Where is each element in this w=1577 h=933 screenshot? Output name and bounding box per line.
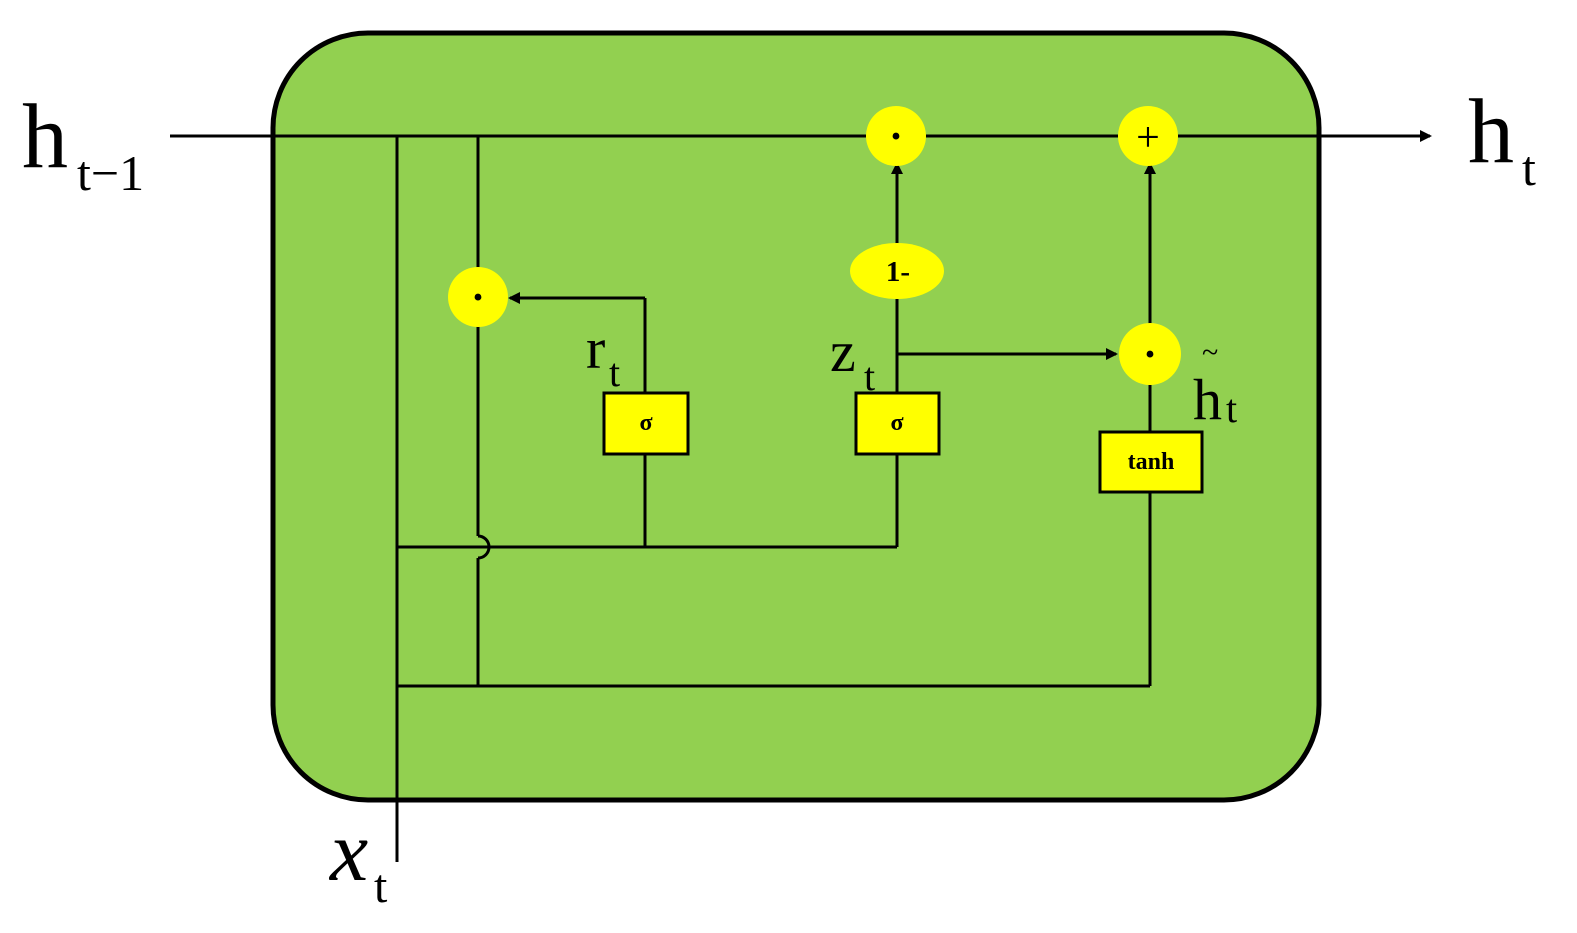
update-gate-signal-label: z t xyxy=(830,319,875,399)
candidate-state-label: ~ h t xyxy=(1193,336,1237,432)
candidate-tilde: ~ xyxy=(1202,336,1218,369)
h-prev-subscript: t−1 xyxy=(77,145,144,201)
h-out-label: h t xyxy=(1468,80,1536,196)
update-gate-label: σ xyxy=(890,410,903,436)
reset-gate-signal-label: r t xyxy=(586,316,620,395)
one-minus-label: 1- xyxy=(886,256,910,288)
reset-gate-label: σ xyxy=(639,410,652,436)
tanh-label: tanh xyxy=(1128,449,1175,475)
x-input-subscript: t xyxy=(374,860,388,913)
top-multiply-node: · xyxy=(866,106,926,166)
reset-gate-box: σ xyxy=(602,391,690,456)
x-input-label: x t xyxy=(328,803,388,913)
h-out-base: h xyxy=(1468,80,1514,182)
h-prev-label: h t−1 xyxy=(22,85,144,201)
update-signal-base: z xyxy=(830,319,856,384)
gru-cell-body xyxy=(270,30,1322,803)
top-add-symbol: + xyxy=(1136,115,1160,161)
reset-signal-subscript: t xyxy=(609,350,620,395)
reset-multiply-symbol: · xyxy=(471,275,485,321)
update-gate-box: σ xyxy=(854,391,941,456)
candidate-subscript: t xyxy=(1226,386,1237,431)
top-add-node: + xyxy=(1118,106,1178,166)
candidate-multiply-symbol: · xyxy=(1143,332,1157,378)
candidate-multiply-node: · xyxy=(1119,323,1181,385)
top-multiply-symbol: · xyxy=(889,114,903,160)
update-signal-subscript: t xyxy=(864,354,875,399)
candidate-base: h xyxy=(1193,367,1222,432)
h-out-subscript: t xyxy=(1522,140,1536,196)
one-minus-node: 1- xyxy=(850,243,944,299)
x-input-base: x xyxy=(328,803,368,899)
reset-multiply-node: · xyxy=(448,267,508,327)
tanh-box: tanh xyxy=(1098,430,1204,494)
reset-signal-base: r xyxy=(586,316,605,381)
h-prev-base: h xyxy=(22,85,68,187)
